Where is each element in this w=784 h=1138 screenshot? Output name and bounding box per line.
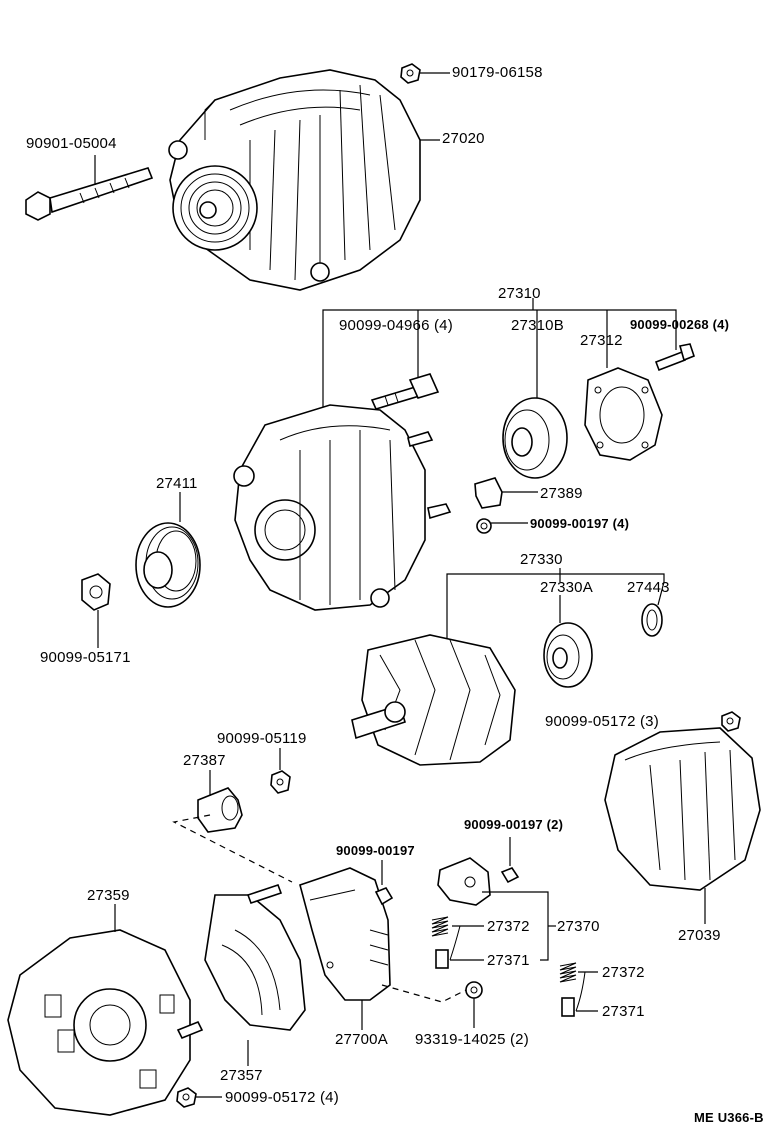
label-27330A: 27330A bbox=[540, 579, 593, 596]
pulley-27411 bbox=[135, 492, 201, 608]
label-27372-b: 27372 bbox=[602, 964, 645, 981]
label-90099-05172-4: 90099-05172 (4) bbox=[225, 1089, 339, 1106]
label-90901-05004: 90901-05004 bbox=[26, 135, 117, 152]
rectifier-27357 bbox=[204, 883, 306, 1066]
label-90099-05119: 90099-05119 bbox=[217, 730, 307, 747]
label-90099-00197-4: 90099-00197 (4) bbox=[530, 516, 630, 531]
label-27411: 27411 bbox=[156, 475, 198, 492]
label-27370: 27370 bbox=[557, 918, 600, 935]
bolt-90901-05004 bbox=[25, 155, 154, 221]
label-90099-00197-2: 90099-00197 (2) bbox=[464, 817, 564, 832]
nut-90099-05119 bbox=[270, 748, 291, 794]
label-90099-04966: 90099-04966 (4) bbox=[339, 317, 453, 334]
drive-end-frame bbox=[233, 404, 452, 611]
regulator-27700A bbox=[299, 867, 391, 1030]
stud-bolt-90099-04966 bbox=[370, 318, 440, 410]
label-27357: 27357 bbox=[220, 1067, 263, 1084]
bearing-27330A bbox=[543, 595, 593, 688]
nut-90099-05172-4 bbox=[176, 1087, 222, 1108]
label-27330: 27330 bbox=[520, 551, 563, 568]
brush-27371-left bbox=[435, 949, 484, 969]
label-27020: 27020 bbox=[442, 130, 485, 147]
nut-90099-00197-4 bbox=[476, 518, 528, 534]
rotor-27330 bbox=[351, 634, 516, 766]
label-93319-14025: 93319-14025 (2) bbox=[415, 1031, 529, 1048]
rear-cover-27039 bbox=[604, 727, 761, 924]
screw-90099-00197-2 bbox=[500, 837, 520, 884]
bearing-27310B bbox=[502, 318, 568, 479]
spring-27372-right bbox=[559, 962, 598, 983]
label-90179-06158: 90179-06158 bbox=[452, 64, 543, 81]
label-27310B: 27310B bbox=[511, 317, 564, 334]
ring-27443 bbox=[641, 581, 665, 637]
label-90099-00197: 90099-00197 bbox=[336, 843, 415, 858]
retainer-plate-27312 bbox=[584, 332, 663, 461]
brush-holder-27370 bbox=[437, 857, 491, 906]
nut-90099-05172-3 bbox=[721, 711, 741, 732]
label-27371-a: 27371 bbox=[487, 952, 530, 969]
washer-93319-14025 bbox=[465, 981, 483, 1028]
rear-end-frame-27359 bbox=[7, 904, 204, 1116]
nut-90179-06158 bbox=[400, 63, 450, 84]
label-27371-b: 27371 bbox=[602, 1003, 645, 1020]
nut-90099-05171 bbox=[81, 573, 111, 648]
alternator-assembly bbox=[168, 69, 421, 291]
label-27372-a: 27372 bbox=[487, 918, 530, 935]
terminal-insulator-27389 bbox=[474, 477, 538, 509]
label-27700A: 27700A bbox=[335, 1031, 388, 1048]
brush-27371-right bbox=[561, 997, 598, 1017]
screw-90099-00197 bbox=[374, 860, 394, 906]
label-90099-05171: 90099-05171 bbox=[40, 649, 131, 666]
diagram-code: ME U366-B bbox=[694, 1110, 764, 1125]
label-27443: 27443 bbox=[627, 579, 670, 596]
label-27387: 27387 bbox=[183, 752, 226, 769]
cap-27387 bbox=[197, 770, 243, 833]
label-27039: 27039 bbox=[678, 927, 721, 944]
screw-90099-00268 bbox=[654, 343, 695, 372]
label-90099-05172-3: 90099-05172 (3) bbox=[545, 713, 659, 730]
label-27359: 27359 bbox=[87, 887, 130, 904]
label-27310: 27310 bbox=[498, 285, 541, 302]
label-27389: 27389 bbox=[540, 485, 583, 502]
label-90099-00268: 90099-00268 (4) bbox=[630, 317, 730, 332]
spring-27372-left bbox=[431, 916, 484, 937]
label-27312: 27312 bbox=[580, 332, 623, 349]
